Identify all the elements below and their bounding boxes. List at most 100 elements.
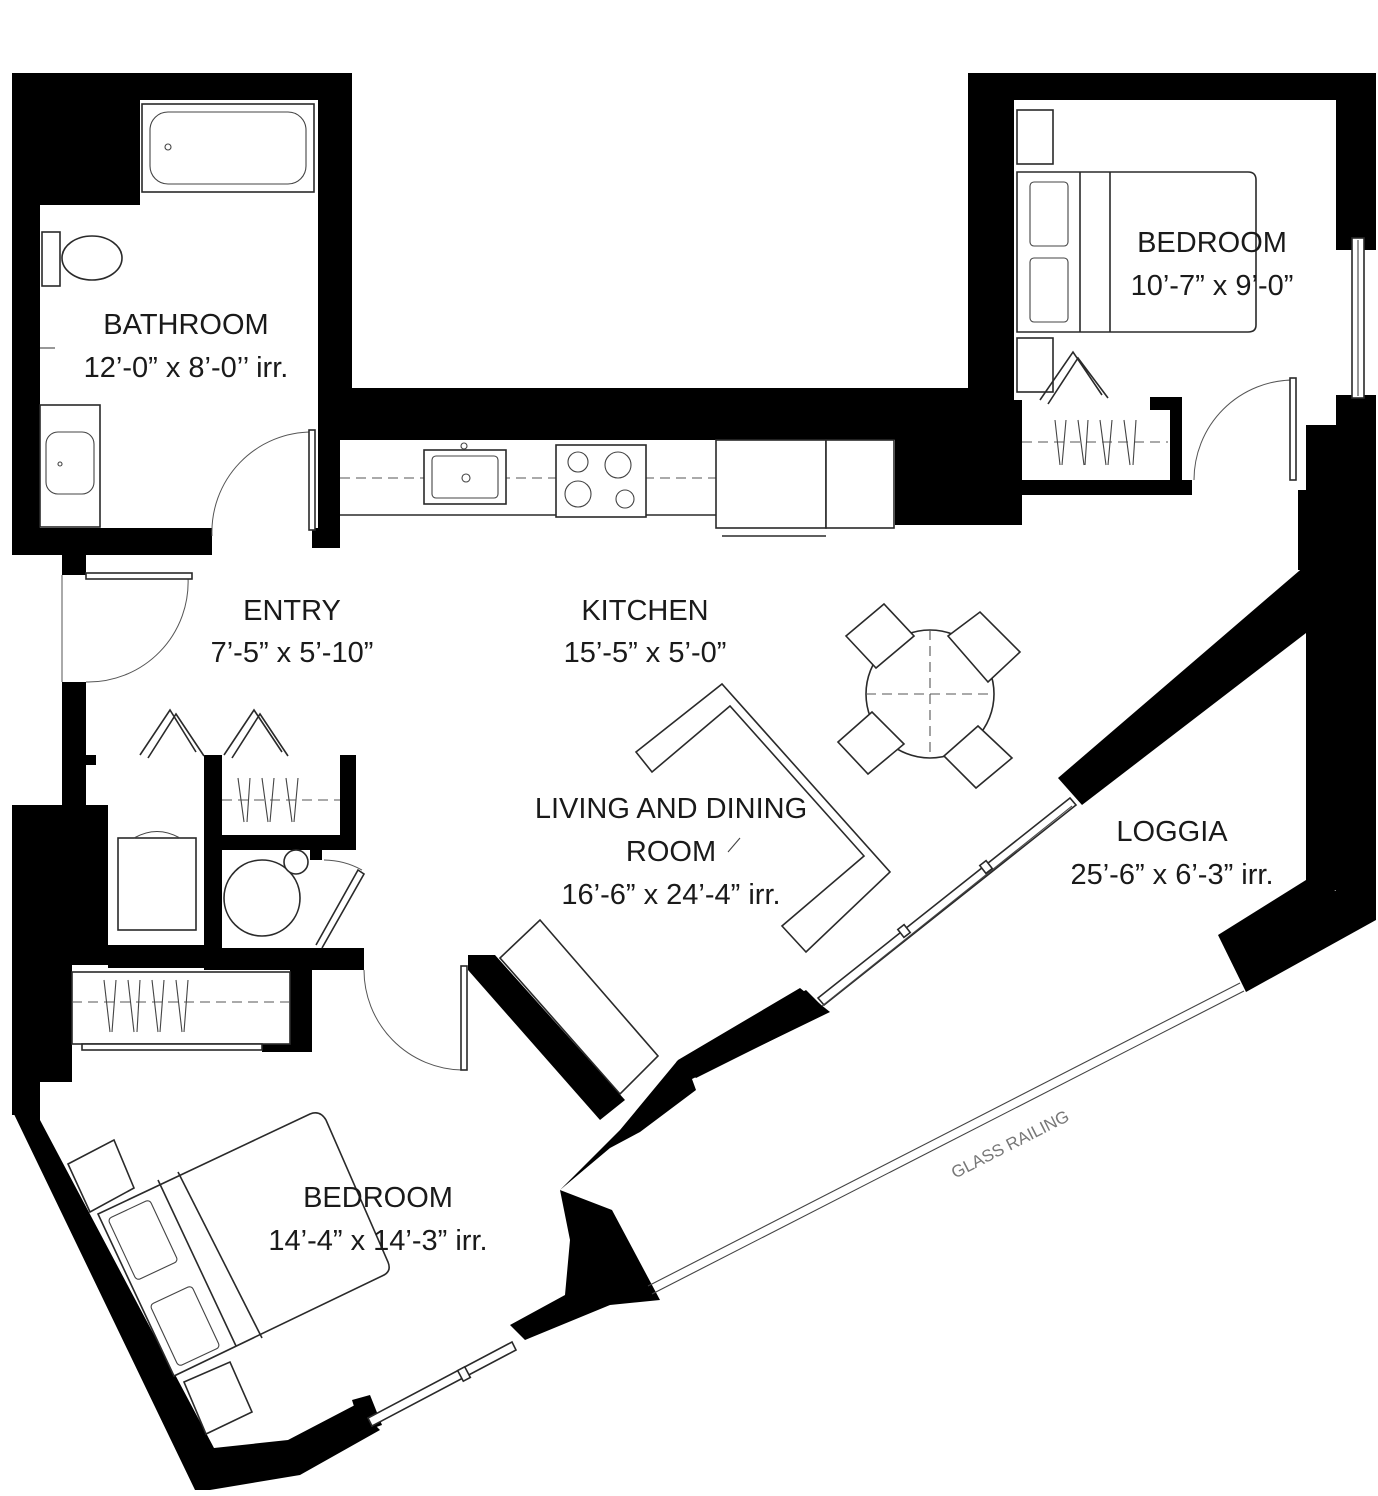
pillow	[150, 1286, 220, 1366]
wall-bathroom-top	[12, 73, 352, 530]
wall-left-jamb	[62, 555, 86, 575]
bath-door-swing	[211, 431, 313, 537]
wall-left-entry	[62, 682, 96, 805]
wall-laundry-bottom	[204, 948, 364, 970]
living-furniture	[363, 602, 1022, 1096]
water-heater	[117, 837, 197, 931]
upper-bedroom-fixtures	[1016, 109, 1365, 481]
wall-closet-bottom	[108, 945, 222, 968]
burner	[615, 489, 635, 509]
entry-fixtures	[61, 572, 366, 949]
toilet-tank	[41, 231, 61, 287]
dining-chair	[836, 710, 906, 776]
media-console	[498, 918, 660, 1096]
burner	[564, 480, 592, 508]
bathtub-inner	[149, 111, 307, 185]
living-dims: 16’-6” x 24’-4” irr.	[561, 879, 780, 911]
wall-closet-upper	[1022, 480, 1192, 495]
wall-living-lower	[510, 988, 830, 1340]
laundry-door	[315, 868, 366, 949]
bathroom-fixtures	[39, 103, 316, 537]
wall-closet-mid	[204, 755, 222, 968]
bifold-door-entry	[139, 708, 205, 759]
wall-left-lower	[12, 805, 68, 1115]
wall-living-lower-b	[676, 990, 828, 1078]
wall-closet-upper-right	[1150, 397, 1182, 495]
dining-chair	[844, 602, 916, 670]
glass-railing	[647, 982, 1245, 1295]
entry-door	[85, 572, 193, 580]
wall-bench-left	[468, 955, 625, 1120]
refrigerator	[715, 439, 827, 529]
wall-bed-closet-left	[40, 965, 72, 1082]
glass-railing-label: GLASS RAILING	[948, 1107, 1072, 1183]
pillow	[1029, 181, 1069, 247]
dining-chair	[942, 724, 1014, 790]
bed-upper	[1016, 171, 1257, 333]
bedroom-lower-name: BEDROOM	[303, 1182, 453, 1214]
wall-laundry-right	[310, 850, 322, 860]
sofa	[634, 682, 892, 954]
bed-lower	[96, 1112, 390, 1378]
pillow	[1029, 257, 1069, 323]
bedroom-upper-door-swing	[1193, 379, 1295, 481]
pantry-cabinet	[825, 439, 895, 529]
washer	[223, 859, 301, 937]
bedroom-lower-dims: 14’-4” x 14’-3” irr.	[268, 1225, 487, 1257]
vanity	[39, 404, 101, 528]
bedroom-lower-door	[460, 965, 468, 1071]
closet-hangers-upper	[1054, 419, 1137, 466]
wall-bed-lower-left	[12, 1110, 380, 1490]
loggia-name: LOGGIA	[1116, 816, 1228, 848]
kitchen-fixtures	[340, 439, 895, 537]
wall-kitchen-top	[340, 73, 1376, 525]
wall-bathroom-bottom	[12, 528, 212, 555]
loggia-dims: 25’-6” x 6’-3” irr.	[1070, 859, 1273, 891]
sliding-door-bedroom	[366, 1340, 518, 1428]
bath-door	[308, 429, 316, 531]
entry-dims: 7’-5” x 5’-10”	[211, 637, 374, 669]
dining-chair	[946, 610, 1022, 684]
lower-bedroom-fixtures	[66, 971, 390, 1436]
wall-right-mid	[1298, 490, 1336, 570]
nightstand	[66, 1138, 136, 1214]
closet-lower	[71, 971, 291, 1045]
wall-kitchen-end	[895, 440, 1022, 525]
nightstand	[1016, 337, 1054, 393]
bedroom-upper-door	[1289, 377, 1297, 481]
closet-hangers-entry	[237, 777, 299, 823]
washer-knob	[283, 849, 309, 875]
sink	[45, 431, 95, 495]
nightstand	[1016, 109, 1054, 165]
wall-left-closet	[68, 805, 108, 965]
pillow	[108, 1200, 178, 1280]
wall-bath-right-lower	[318, 388, 340, 548]
bathroom-dims: 12’-0” x 8’-0’’ irr.	[84, 352, 289, 384]
wall-bed-closet-right	[290, 965, 312, 1052]
entry-door-swing	[85, 576, 189, 683]
bifold-door-entry-2	[223, 708, 289, 759]
wall-closet-mid2	[204, 835, 356, 850]
wall-living-diagonal	[1058, 565, 1336, 805]
closet-lower-rail	[81, 1043, 263, 1051]
wall-closet-right	[340, 755, 356, 850]
wall-right-upper	[1306, 395, 1376, 905]
bathtub	[141, 103, 315, 193]
walls	[12, 73, 1376, 1490]
toilet-bowl	[61, 235, 123, 281]
bedroom-upper-dims: 10’-7” x 9’-0”	[1131, 270, 1294, 302]
bathroom-name: BATHROOM	[103, 309, 268, 341]
sliding-doors	[366, 796, 1078, 1428]
bedroom-upper-name: BEDROOM	[1137, 227, 1287, 259]
living-name-line1: LIVING AND DINING	[535, 793, 807, 825]
kitchen-sink	[423, 449, 507, 505]
kitchen-dims: 15’-5” x 5’-0”	[564, 637, 727, 669]
wall-loggia-end	[1218, 880, 1376, 992]
burner	[567, 451, 589, 473]
closet-hangers-lower	[103, 979, 189, 1033]
entry-name: ENTRY	[243, 595, 341, 627]
kitchen-name: KITCHEN	[581, 595, 708, 627]
living-name-line2: ROOM	[626, 836, 716, 868]
burner	[604, 451, 632, 479]
